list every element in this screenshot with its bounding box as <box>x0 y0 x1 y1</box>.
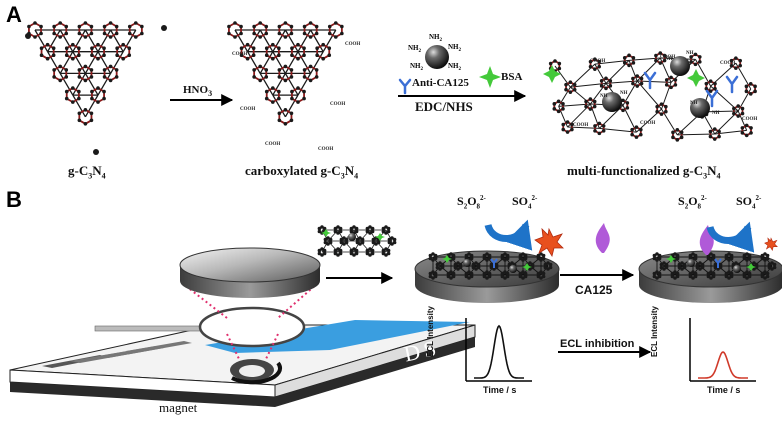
svg-text:COOH: COOH <box>318 147 333 152</box>
modified-electrode-disc <box>414 250 560 303</box>
svg-text:NH: NH <box>600 94 608 99</box>
antibody-icon <box>398 78 412 95</box>
ca125-flame-icon <box>595 223 610 253</box>
ecl-peak-high <box>474 324 524 379</box>
svg-text:NH: NH <box>686 51 694 56</box>
panel-b-diagram <box>9 219 782 407</box>
svg-text:COOH: COOH <box>232 52 247 57</box>
panel-a-letter: A <box>6 2 22 27</box>
svg-text:COOH: COOH <box>590 59 605 64</box>
plot2-ylabel: ECL Intensity <box>650 306 659 357</box>
svg-text:COOH: COOH <box>720 61 735 66</box>
multi-functionalized-caption: multi-functionalized g-C3N4 <box>567 163 721 181</box>
zoom-lines <box>181 282 319 362</box>
panel-b-letter: B <box>6 187 22 212</box>
sulfate-label-2: SO42- <box>736 194 762 211</box>
svg-text:COOH: COOH <box>330 102 345 107</box>
magnet-platform <box>9 324 476 407</box>
plot2-xlabel: Time / s <box>707 385 741 395</box>
ecl-plot-low <box>689 318 756 382</box>
amino-nanoparticle-reagent: NH2 NH2 NH2 NH2 NH2 <box>408 33 462 72</box>
ecl-reaction-arrow-1 <box>484 219 533 251</box>
nh2-label-4: NH2 <box>410 62 424 72</box>
svg-text:COOH: COOH <box>742 117 757 122</box>
persulfate-label-2: S2O82- <box>678 194 707 211</box>
probe-sheet-thumbnail <box>317 225 397 257</box>
panel-a-diagram: COOH COOH COOH COOH COOH COOH NH2 NH2 NH2 NH2… <box>25 21 757 155</box>
nh2-label-1: NH2 <box>429 33 443 43</box>
svg-text:COOH: COOH <box>240 107 255 112</box>
ca125-label: CA125 <box>575 283 613 297</box>
ecl-burst-large-icon <box>534 227 564 258</box>
hno3-label: HNO3 <box>183 84 213 99</box>
ecl-burst-small-icon <box>764 237 778 251</box>
ecl-peak-low <box>698 351 748 379</box>
multi-functionalized-lattice <box>548 51 757 142</box>
plot1-xlabel: Time / s <box>483 385 517 395</box>
carboxylated-lattice: COOH COOH COOH COOH COOH COOH <box>227 21 360 152</box>
edc-nhs-label: EDC/NHS <box>415 99 473 114</box>
svg-text:NH: NH <box>690 101 698 106</box>
svg-text:NH: NH <box>620 91 628 96</box>
gc3n4-caption: g-C3N4 <box>68 163 106 181</box>
carboxylated-caption: carboxylated g-C3N4 <box>245 163 359 181</box>
bsa-label: BSA <box>501 71 523 83</box>
nh2-label-5: NH2 <box>408 44 422 54</box>
persulfate-label-1: S2O82- <box>457 194 486 211</box>
svg-text:COOH: COOH <box>345 42 360 47</box>
gc3n4-lattice <box>25 21 167 155</box>
svg-text:COOH: COOH <box>265 142 280 147</box>
antibody-label: Anti-CA125 <box>412 77 469 89</box>
sulfate-label-1: SO42- <box>512 194 538 211</box>
svg-text:COOH: COOH <box>660 55 675 60</box>
svg-text:COOH: COOH <box>640 121 655 126</box>
svg-text:NH: NH <box>712 111 720 116</box>
magnet-label: magnet <box>159 400 198 415</box>
nh2-label-3: NH2 <box>448 62 462 72</box>
ecl-reaction-arrow-2 <box>706 221 755 253</box>
plot1-ylabel: ECL Intensity <box>426 306 435 357</box>
nh2-label-2: NH2 <box>448 43 462 53</box>
ecl-inhibition-label: ECL inhibition <box>560 338 635 350</box>
ca125-bound-electrode-disc <box>638 250 782 303</box>
svg-text:COOH: COOH <box>573 123 588 128</box>
electrode-disc <box>179 247 321 298</box>
svg-text:NH: NH <box>665 57 673 62</box>
ecl-plot-high <box>465 318 532 382</box>
bsa-star-icon <box>479 66 501 88</box>
